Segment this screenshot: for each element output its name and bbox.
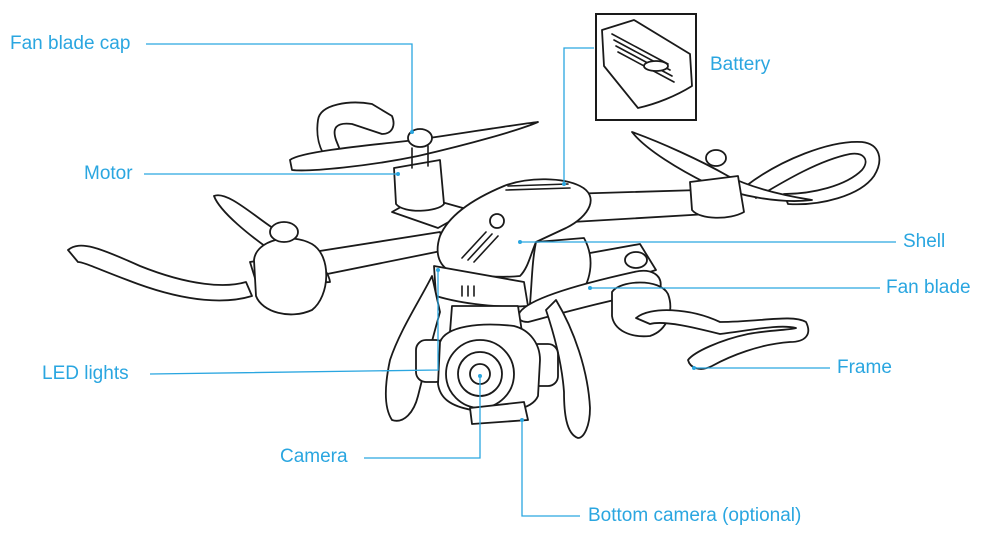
motor-back-left bbox=[393, 159, 445, 212]
dot-battery bbox=[562, 182, 566, 186]
drone-drawing bbox=[67, 101, 881, 439]
battery-latch bbox=[643, 60, 669, 72]
leader-led-lights bbox=[149, 270, 439, 375]
motor-shaft-back-left bbox=[411, 145, 429, 169]
dot-frame bbox=[692, 366, 696, 370]
leader-lines bbox=[144, 43, 896, 517]
dot-shell bbox=[518, 240, 522, 244]
battery-grip-lines bbox=[611, 33, 675, 83]
bottom-camera-housing bbox=[469, 401, 529, 425]
leader-battery bbox=[563, 47, 594, 184]
motor-back-right bbox=[689, 175, 745, 219]
dot-fan-blade bbox=[588, 286, 592, 290]
label-bottom-camera: Bottom camera (optional) bbox=[588, 505, 802, 526]
label-frame: Frame bbox=[837, 357, 892, 378]
cap-back-left bbox=[407, 128, 433, 148]
leader-bottom-camera bbox=[521, 420, 580, 517]
label-camera: Camera bbox=[280, 446, 348, 467]
dot-bottom-camera bbox=[520, 418, 524, 422]
dot-motor bbox=[396, 172, 400, 176]
battery-inset bbox=[595, 13, 697, 121]
motor-front-left bbox=[253, 237, 328, 316]
label-fan-blade: Fan blade bbox=[886, 277, 971, 298]
cap-back-right bbox=[705, 149, 727, 167]
guard-front-left bbox=[67, 244, 253, 302]
label-led-lights: LED lights bbox=[42, 363, 129, 384]
shell-top-vents bbox=[461, 183, 571, 263]
cap-front-left bbox=[269, 221, 299, 243]
dot-fan-blade-cap bbox=[410, 130, 414, 134]
dot-camera bbox=[478, 374, 482, 378]
label-motor: Motor bbox=[84, 163, 133, 184]
leader-fan-blade-cap bbox=[146, 43, 413, 132]
dot-led-lights bbox=[436, 268, 440, 272]
leader-endpoint-dots bbox=[396, 130, 696, 422]
power-button bbox=[489, 213, 505, 229]
led-slots bbox=[461, 285, 475, 297]
leader-camera bbox=[364, 376, 481, 459]
guard-front-right bbox=[635, 309, 810, 370]
label-fan-blade-cap: Fan blade cap bbox=[10, 33, 131, 54]
label-battery: Battery bbox=[710, 54, 771, 75]
label-shell: Shell bbox=[903, 231, 946, 252]
cap-front-right bbox=[624, 251, 648, 269]
